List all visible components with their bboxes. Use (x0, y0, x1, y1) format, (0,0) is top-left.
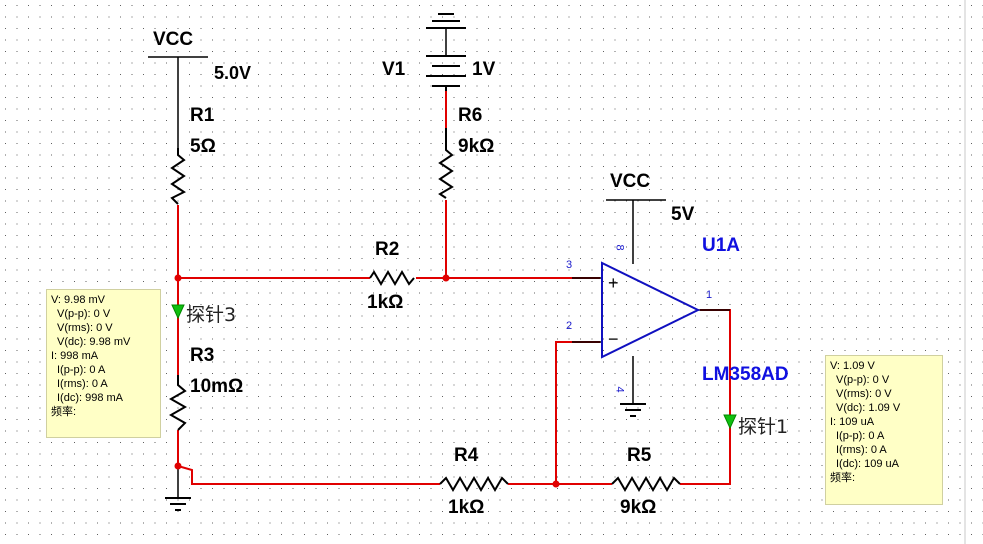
probe3-name: 探针3 (186, 304, 237, 326)
ground-symbol-1 (165, 497, 191, 511)
pin-1-label: 1 (706, 289, 713, 301)
vcc1-label: VCC (153, 29, 194, 50)
opamp-plus-sign: + (608, 273, 619, 293)
wire-r3-to-r4 (177, 465, 440, 485)
r5-value: 9kΩ (620, 497, 657, 518)
probe3-line: V(dc): 9.98 mV (57, 336, 131, 348)
v1-label: V1 (382, 59, 406, 80)
vcc1-value: 5.0V (214, 63, 252, 83)
probe1-line: I(rms): 0 A (836, 444, 887, 456)
probe3-line: I(p-p): 0 A (57, 364, 106, 376)
probe1-marker-icon[interactable] (723, 414, 737, 430)
battery-v1[interactable] (426, 13, 466, 91)
r6-label: R6 (458, 105, 483, 126)
r4-label: R4 (454, 445, 479, 466)
component-leads (148, 28, 730, 498)
r3-value: 10mΩ (190, 376, 244, 397)
probe3-readout[interactable]: V: 9.98 mV V(p-p): 0 V V(rms): 0 V V(dc)… (46, 289, 161, 438)
probe1-line: V: 1.09 V (830, 360, 875, 372)
probe1-line: I: 109 uA (830, 416, 875, 428)
probe1-line: 频率: (830, 472, 856, 484)
probe1-line: I(p-p): 0 A (836, 430, 885, 442)
v1-value: 1V (472, 59, 496, 80)
u1a-label: U1A (702, 235, 741, 256)
resistor-r5[interactable] (611, 476, 681, 492)
pin-2-label: 2 (566, 320, 573, 332)
r2-label: R2 (375, 239, 400, 260)
probe3-line: 频率: (51, 406, 77, 418)
r2-value: 1kΩ (367, 292, 404, 313)
probe3-line: I(dc): 998 mA (57, 392, 124, 404)
r1-value: 5Ω (190, 136, 216, 157)
junction-r2-r6 (442, 274, 450, 282)
probe1-line: V(dc): 1.09 V (836, 402, 901, 414)
r5-label: R5 (627, 445, 652, 466)
r6-value: 9kΩ (458, 136, 495, 157)
probe3-marker-icon[interactable] (171, 304, 185, 320)
resistors (168, 128, 681, 492)
probe3-line: I: 998 mA (51, 350, 99, 362)
probe1-line: I(dc): 109 uA (836, 458, 899, 470)
r4-value: 1kΩ (448, 497, 485, 518)
probe3-line: V(rms): 0 V (57, 322, 113, 334)
junction-r1-r2-r3 (174, 274, 182, 282)
r1-label: R1 (190, 105, 215, 126)
probe1-readout[interactable]: V: 1.09 V V(p-p): 0 V V(rms): 0 V V(dc):… (825, 355, 943, 505)
probe3-line: V(p-p): 0 V (57, 308, 111, 320)
resistor-r3[interactable] (168, 375, 188, 431)
ground-symbol-2 (620, 403, 646, 417)
probe1-line: V(p-p): 0 V (836, 374, 890, 386)
junction-r4-r5 (552, 480, 560, 488)
pin-4-label: 4 (613, 386, 626, 393)
vcc2-value: 5V (671, 204, 695, 225)
pin-8-label: 8 (613, 244, 626, 251)
junctions (174, 274, 560, 488)
resistor-r1[interactable] (170, 148, 186, 205)
probe3-line: V: 9.98 mV (51, 294, 106, 306)
resistor-r6[interactable] (438, 128, 454, 199)
opamp-minus-sign: − (608, 329, 619, 349)
pin-3-label: 3 (566, 259, 573, 271)
probe-markers (171, 304, 737, 430)
probe1-line: V(rms): 0 V (836, 388, 892, 400)
probe3-line: I(rms): 0 A (57, 378, 108, 390)
u1a-model-label: LM358AD (702, 364, 789, 385)
resistor-r4[interactable] (439, 476, 509, 492)
probe1-name: 探针1 (738, 416, 789, 438)
opamp-u1a[interactable] (601, 261, 701, 359)
vcc2-label: VCC (610, 171, 651, 192)
r3-label: R3 (190, 345, 215, 366)
resistor-r2[interactable] (369, 270, 415, 286)
junction-r3-gnd (174, 462, 182, 470)
